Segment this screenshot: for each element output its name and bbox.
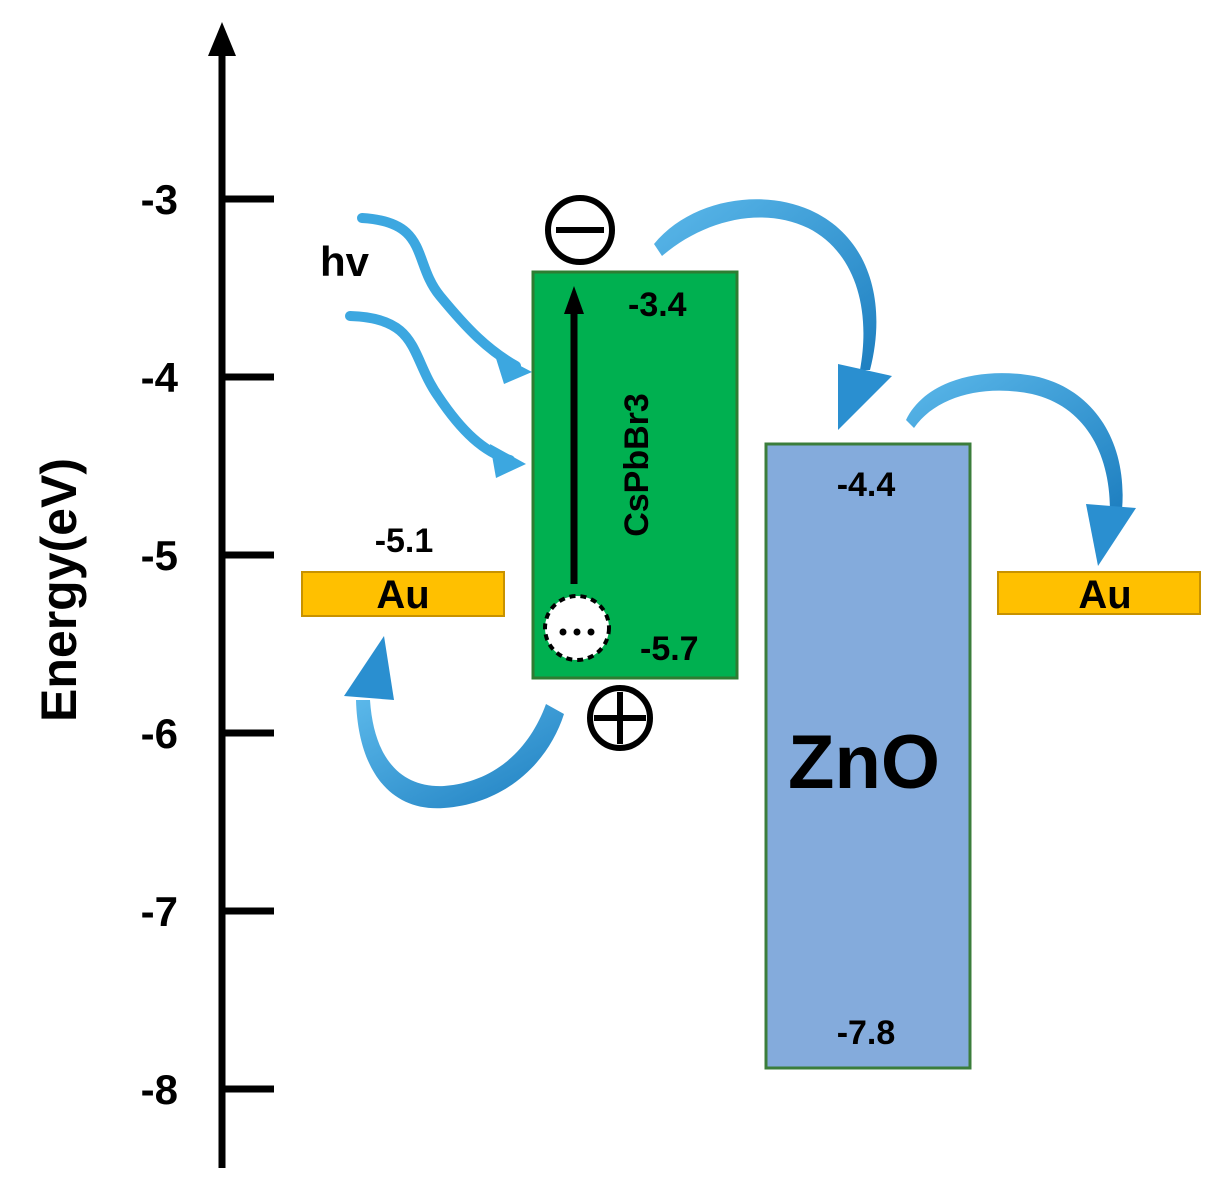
- axis-tick-label: -8: [141, 1066, 178, 1113]
- au-left-value: -5.1: [375, 522, 434, 560]
- energy-axis: -3 -4 -5 -6 -7 -8: [141, 22, 274, 1168]
- au-left-label: Au: [376, 573, 429, 617]
- electron-transfer-arrow: [654, 199, 892, 430]
- cspbbr3-label: CsPbBr3: [618, 393, 656, 537]
- au-left-electrode: Au -5.1: [301, 522, 505, 617]
- electron-symbol: [545, 195, 615, 265]
- axis-title: Energy(eV): [31, 458, 87, 722]
- axis-tick-label: -4: [141, 354, 179, 401]
- zno-band: ZnO -4.4 -7.8: [764, 442, 972, 1070]
- cspbbr3-cb-value: -3.4: [628, 286, 687, 324]
- hv-label: hv: [320, 238, 370, 285]
- axis-tick-label: -5: [141, 532, 178, 579]
- axis-arrowhead: [208, 22, 236, 56]
- axis-tick-label: -6: [141, 710, 178, 757]
- light-arrow-1: [357, 213, 532, 384]
- axis-tick-label: -3: [141, 176, 178, 223]
- cspbbr3-vb-value: -5.7: [640, 630, 699, 668]
- light-arrow-2: [345, 311, 526, 478]
- hole-symbol: [587, 685, 653, 751]
- axis-tick-label: -7: [141, 888, 178, 935]
- au-right-label: Au: [1078, 573, 1131, 617]
- electron-collection-arrow: [906, 373, 1136, 566]
- cspbbr3-band: CsPbBr3 -3.4 -5.7: [531, 270, 739, 680]
- hole-transfer-arrow: [344, 636, 564, 809]
- excitation-arrowhead: [564, 286, 584, 314]
- hole-in-band: [543, 594, 611, 662]
- zno-vb-value: -7.8: [837, 1014, 896, 1052]
- zno-cb-value: -4.4: [837, 466, 896, 504]
- zno-label: ZnO: [788, 720, 940, 805]
- au-right-electrode: Au: [997, 571, 1201, 617]
